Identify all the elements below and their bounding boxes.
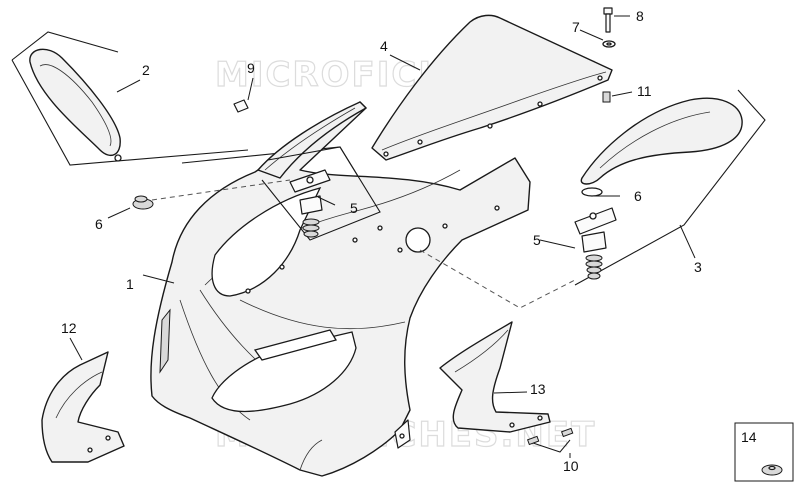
part-12-left-panel	[41, 351, 125, 463]
callout-7: 7	[572, 19, 580, 35]
callout-8: 8	[636, 8, 644, 24]
callout-3: 3	[694, 259, 702, 275]
part-4-windscreen	[371, 14, 613, 161]
part-3-right-mirror	[574, 89, 766, 286]
callout-12: 12	[61, 320, 77, 336]
part-8-screw	[602, 7, 616, 48]
part-10-screws	[526, 427, 574, 453]
callout-6-right: 6	[634, 188, 642, 204]
leader-lines	[69, 15, 696, 458]
callout-11: 11	[637, 83, 652, 99]
callout-6-left: 6	[95, 216, 103, 232]
part-5-left-mount	[261, 146, 381, 241]
callout-4: 4	[380, 38, 388, 54]
callout-10: 10	[563, 458, 579, 474]
callout-14: 14	[741, 429, 757, 445]
callout-2: 2	[142, 62, 150, 78]
part-1-front-fairing	[150, 101, 531, 477]
part-6-grommets	[132, 195, 154, 210]
callout-5-left: 5	[350, 200, 358, 216]
part-upper-duct	[257, 101, 367, 179]
part-13-right-panel	[439, 321, 551, 433]
callout-9: 9	[247, 60, 255, 76]
part-14-box	[734, 422, 794, 482]
part-9-screw	[233, 99, 249, 113]
connector-dash-2	[419, 249, 576, 309]
callout-1: 1	[126, 276, 134, 292]
part-11-screw	[602, 91, 611, 103]
callout-13: 13	[530, 381, 546, 397]
callout-5-right: 5	[533, 232, 541, 248]
